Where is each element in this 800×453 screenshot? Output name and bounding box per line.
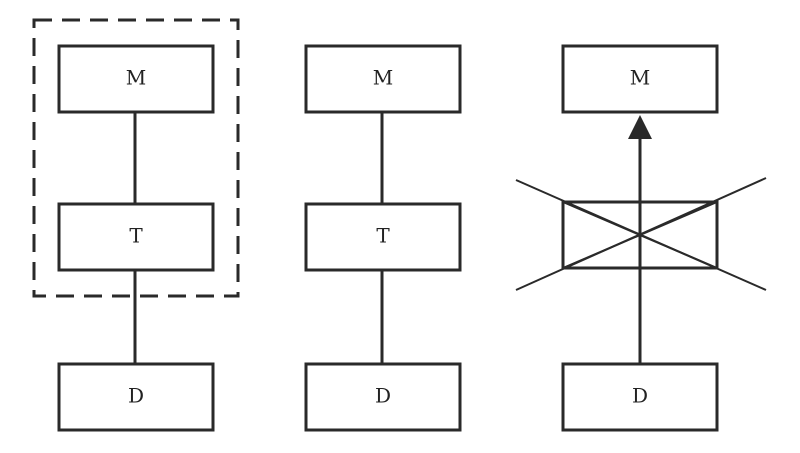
node-m-3: M [561,44,719,114]
group-boundary-m-t [32,18,240,298]
diagram-1: M T D [32,18,240,432]
node-m-2: M [304,44,462,114]
node-m-1: M [57,44,215,114]
node-d-1: D [57,362,215,432]
node-t-2: T [304,202,462,272]
node-d-2: D [304,362,462,432]
node-m-1-label: M [126,66,146,90]
node-d-1-label: D [128,384,144,408]
node-t-1-label: T [129,224,143,248]
node-d-3-label: D [632,384,648,408]
diagram-2: M T D [304,44,462,432]
node-t-1: T [57,202,215,272]
arrowhead-icon [628,115,652,139]
node-m-3-label: M [630,66,650,90]
node-m-2-label: M [373,66,393,90]
node-t-2-label: T [376,224,390,248]
node-d-3: D [561,362,719,432]
diagram-3: M D [515,44,767,432]
node-d-2-label: D [375,384,391,408]
